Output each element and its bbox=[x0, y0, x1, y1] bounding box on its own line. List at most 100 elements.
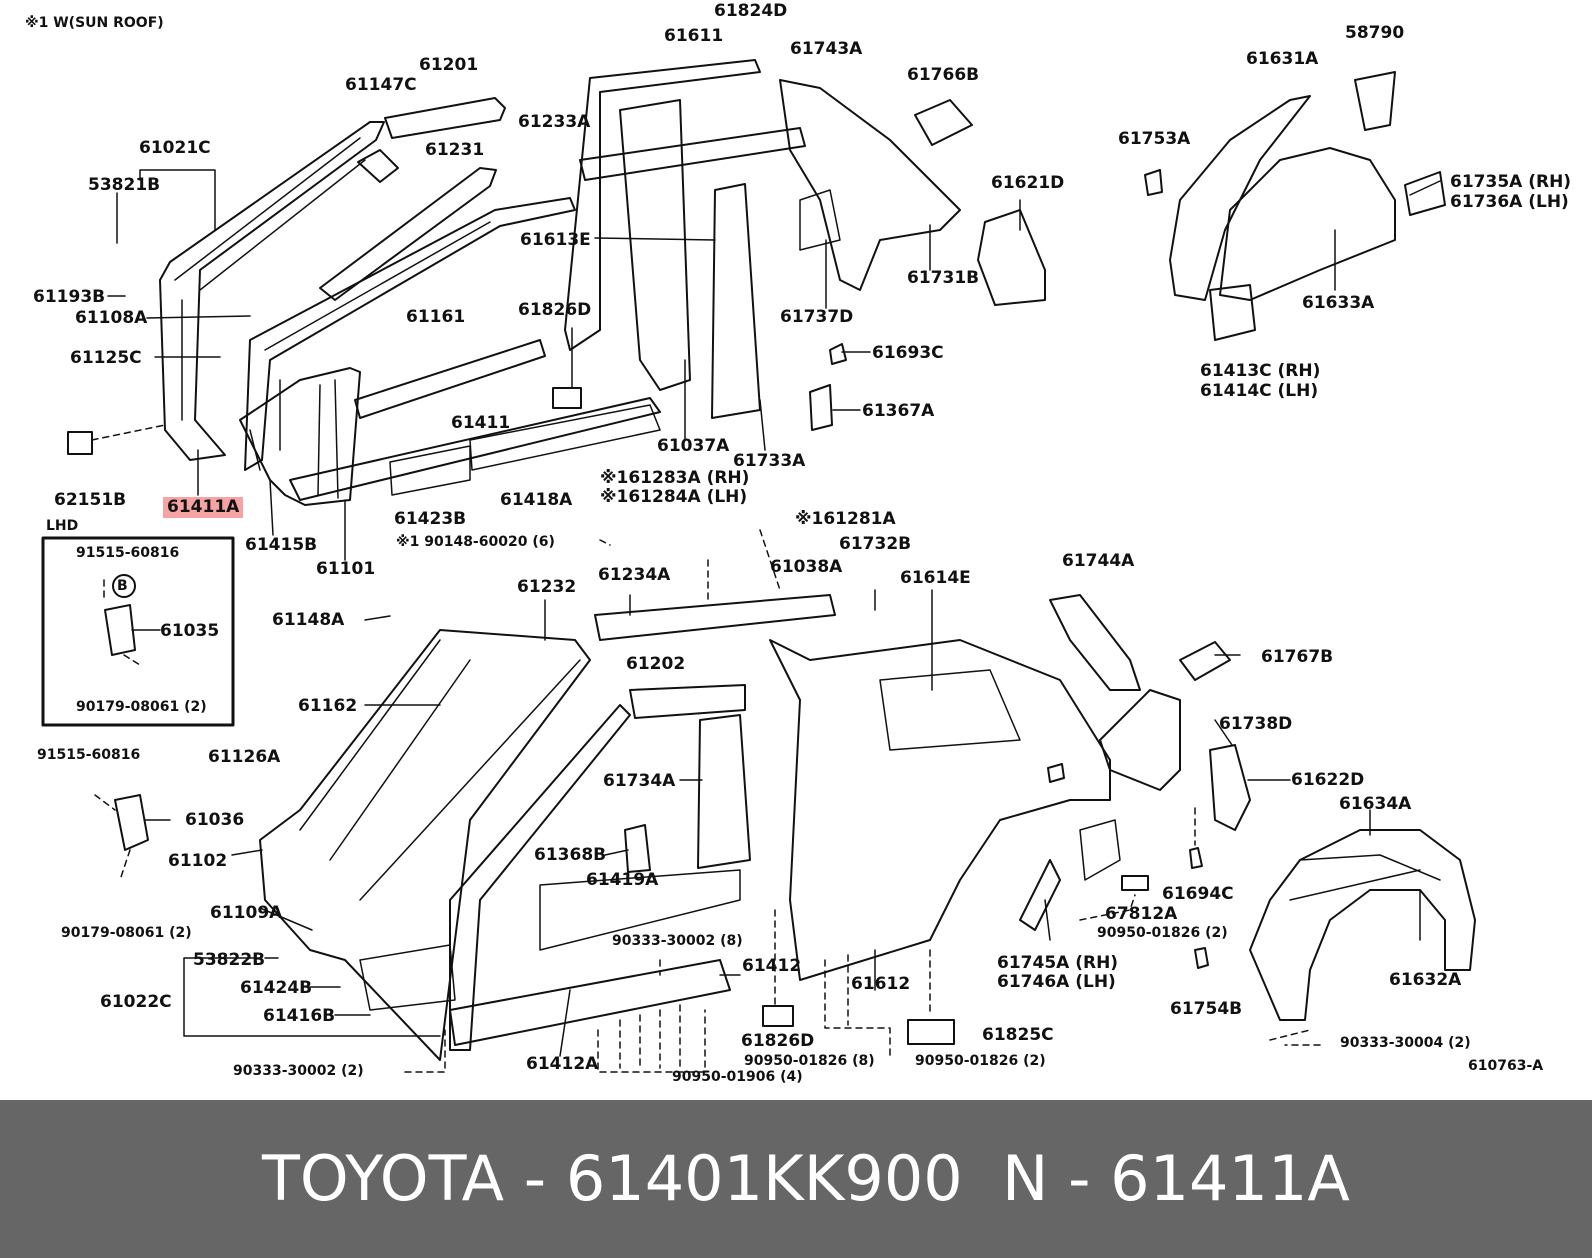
part-61693c bbox=[829, 343, 847, 365]
label-61035: 61035 bbox=[160, 621, 220, 641]
label-53822b: 53822B bbox=[193, 950, 266, 970]
lhd-inset-box bbox=[41, 536, 235, 727]
lhd-label: LHD bbox=[46, 518, 79, 534]
label-61738d: 61738D bbox=[1219, 714, 1293, 734]
label-61368b: 61368B bbox=[534, 845, 607, 865]
part-61737d bbox=[799, 189, 841, 251]
label-91515-60816-inset: 91515-60816 bbox=[76, 545, 180, 561]
label-58790: 58790 bbox=[1345, 23, 1405, 43]
part-61367a bbox=[809, 384, 833, 431]
label-61731b: 61731B bbox=[907, 268, 980, 288]
label-61743a: 61743A bbox=[790, 39, 863, 59]
part-61037a bbox=[619, 99, 691, 391]
label-61736a: 61736A (LH) bbox=[1450, 192, 1569, 212]
part-61231 bbox=[319, 167, 497, 301]
part-61694c bbox=[1189, 847, 1203, 869]
label-161283a: ※161283A (RH) bbox=[600, 468, 750, 488]
label-61737d: 61737D bbox=[780, 307, 854, 327]
label-90333-30002-8: 90333-30002 (8) bbox=[612, 933, 743, 949]
part-61744a bbox=[1049, 594, 1141, 691]
part-67812a bbox=[1121, 875, 1149, 891]
label-90950-01826-8: 90950-01826 (8) bbox=[744, 1053, 875, 1069]
label-61412-top: 61412 bbox=[742, 956, 802, 976]
label-61021c: 61021C bbox=[139, 138, 211, 158]
label-61411a-highlighted: 61411A bbox=[163, 497, 244, 518]
part-61419a bbox=[539, 869, 741, 951]
label-61632a: 61632A bbox=[1389, 970, 1462, 990]
label-61734a: 61734A bbox=[603, 771, 676, 791]
label-61418a: 61418A bbox=[500, 490, 573, 510]
label-53821b: 53821B bbox=[88, 175, 161, 195]
label-61108a: 61108A bbox=[75, 308, 148, 328]
part-quarter-window bbox=[879, 669, 1021, 751]
label-61419a: 61419A bbox=[586, 870, 659, 890]
label-61693c: 61693C bbox=[872, 343, 944, 363]
part-61411 bbox=[354, 339, 546, 419]
label-61634a: 61634A bbox=[1339, 794, 1412, 814]
label-90950-01906: 90950-01906 (4) bbox=[672, 1069, 803, 1085]
part-61418a bbox=[389, 404, 661, 496]
label-61744a: 61744A bbox=[1062, 551, 1135, 571]
marker-b bbox=[112, 574, 136, 598]
part-61621d bbox=[977, 209, 1046, 306]
label-61766b: 61766B bbox=[907, 65, 980, 85]
label-61746a: 61746A (LH) bbox=[997, 972, 1116, 992]
label-90148-60020: ※1 90148-60020 (6) bbox=[396, 534, 555, 550]
label-90333-30004: 90333-30004 (2) bbox=[1340, 1035, 1471, 1051]
part-61201 bbox=[384, 97, 506, 139]
label-161284a: ※161284A (LH) bbox=[600, 487, 748, 507]
label-61611: 61611 bbox=[664, 26, 724, 46]
part-61825c bbox=[907, 1019, 955, 1045]
part-61161 bbox=[244, 197, 576, 471]
part-58790 bbox=[1354, 71, 1396, 131]
label-61735a: 61735A (RH) bbox=[1450, 172, 1572, 192]
label-61415b: 61415B bbox=[245, 535, 318, 555]
part-61743a bbox=[779, 79, 961, 291]
label-61612: 61612 bbox=[851, 974, 911, 994]
parts-diagram: ※1 W(SUN ROOF) 61824D 61611 61743A 58790… bbox=[25, 2, 1572, 1085]
label-61767b: 61767B bbox=[1261, 647, 1334, 667]
label-61694c: 61694C bbox=[1162, 884, 1234, 904]
part-61735a bbox=[1404, 171, 1446, 216]
label-61201: 61201 bbox=[419, 55, 479, 75]
part-61416b bbox=[359, 944, 456, 1011]
part-61826d-top bbox=[552, 387, 582, 409]
label-61633a: 61633A bbox=[1302, 293, 1375, 313]
label-61202: 61202 bbox=[626, 654, 686, 674]
part-61734a bbox=[697, 714, 751, 869]
sunroof-note: ※1 W(SUN ROOF) bbox=[25, 15, 164, 31]
part-61611 bbox=[564, 59, 761, 351]
label-61753a: 61753A bbox=[1118, 129, 1191, 149]
part-61826d-bottom bbox=[762, 1005, 794, 1027]
label-61413c: 61413C (RH) bbox=[1200, 361, 1321, 381]
label-61825c: 61825C bbox=[982, 1025, 1054, 1045]
part-62151b bbox=[67, 431, 93, 455]
part-fuel-lid bbox=[1047, 763, 1065, 783]
part-61232 bbox=[449, 704, 631, 1051]
label-61125c: 61125C bbox=[70, 348, 142, 368]
label-61367a: 61367A bbox=[862, 401, 935, 421]
label-61022c: 61022C bbox=[100, 992, 172, 1012]
marker-b-letter: B bbox=[117, 578, 128, 594]
label-61161: 61161 bbox=[406, 307, 466, 327]
part-61631a bbox=[1169, 95, 1311, 301]
label-61109a: 61109A bbox=[210, 903, 283, 923]
part-61162 bbox=[259, 629, 591, 1061]
label-61232: 61232 bbox=[517, 577, 577, 597]
label-61631a: 61631A bbox=[1246, 49, 1319, 69]
label-90179-08061-inset: 90179-08061 (2) bbox=[76, 699, 207, 715]
label-61412a: 61412A bbox=[526, 1054, 599, 1074]
part-61754b bbox=[1194, 947, 1209, 969]
label-61411: 61411 bbox=[451, 413, 511, 433]
part-61634a bbox=[1289, 854, 1441, 901]
label-61036: 61036 bbox=[185, 810, 245, 830]
diagram-lines bbox=[41, 59, 1476, 1073]
label-61826d-bottom: 61826D bbox=[741, 1031, 815, 1051]
part-61738d bbox=[1099, 689, 1181, 791]
part-61423b bbox=[289, 397, 661, 501]
label-90950-01826-2a: 90950-01826 (2) bbox=[1097, 925, 1228, 941]
label-61733a: 61733A bbox=[733, 451, 806, 471]
label-90950-01826-2b: 90950-01826 (2) bbox=[915, 1053, 1046, 1069]
part-61035 bbox=[104, 604, 136, 656]
label-61416b: 61416B bbox=[263, 1006, 336, 1026]
